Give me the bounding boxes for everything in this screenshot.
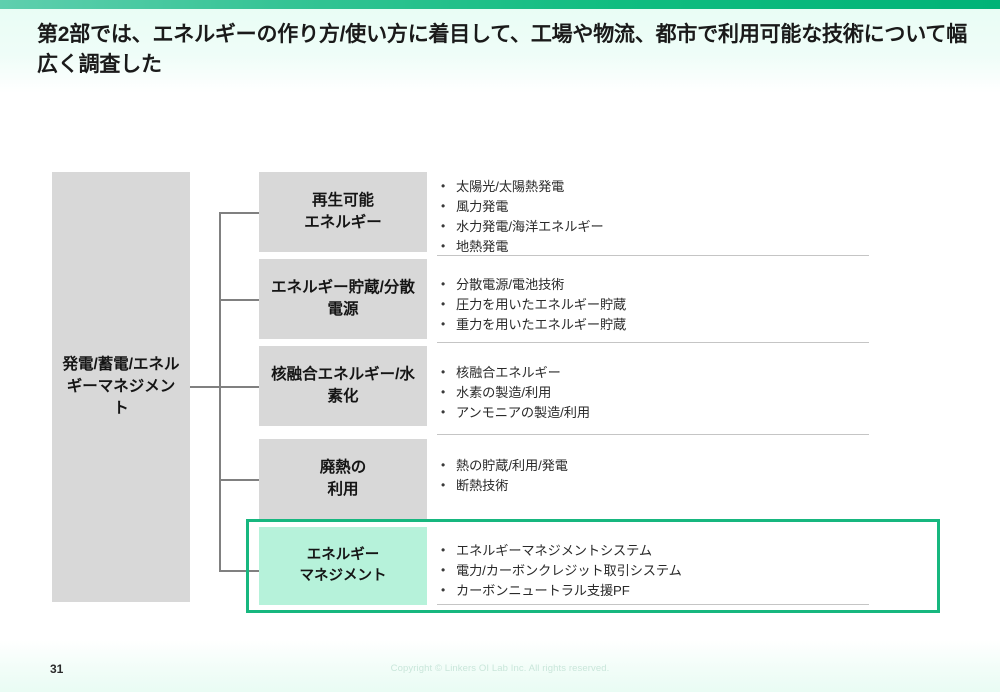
bullet-icon: • <box>441 458 446 472</box>
copyright-notice: Copyright © Linkers OI Lab Inc. All righ… <box>390 663 610 674</box>
bullet-icon: • <box>441 219 446 234</box>
bullet-icon: • <box>441 277 446 291</box>
list-item: • 水力発電/海洋エネルギー <box>441 217 604 237</box>
group-separator-1 <box>437 255 869 256</box>
top-accent-bar <box>0 0 1000 9</box>
footer-band <box>0 640 1000 692</box>
branch-node-3[interactable]: 核融合エネルギー/水素化 <box>259 346 427 426</box>
list-item: • 断熱技術 <box>441 476 568 496</box>
bullet-icon: • <box>441 297 446 312</box>
list-item: • 太陽光/太陽熱発電 <box>441 177 604 197</box>
root-node-label: 発電/蓄電/エネルギーマネジメント <box>62 356 180 417</box>
list-item: • 核融合エネルギー <box>441 363 590 383</box>
page-title: 第2部では、エネルギーの作り方/使い方に着目して、工場や物流、都市で利用可能な技… <box>37 23 967 77</box>
list-item: • 風力発電 <box>441 197 604 217</box>
bullet-icon: • <box>441 317 446 332</box>
list-item-label: 分散電源/電池技術 <box>456 277 565 292</box>
root-node[interactable]: 発電/蓄電/エネルギーマネジメント <box>52 172 190 602</box>
header-band <box>0 9 1000 93</box>
list-item: • 重力を用いたエネルギー貯蔵 <box>441 315 626 335</box>
branch-node-5-label: エネルギーマネジメント <box>299 547 387 584</box>
list-item: • 電力/カーボンクレジット取引システム <box>441 561 682 581</box>
list-item: • 圧力を用いたエネルギー貯蔵 <box>441 295 626 315</box>
branch-4-items: • 熱の貯蔵/利用/発電 • 断熱技術 <box>441 456 568 496</box>
bullet-icon: • <box>441 385 446 400</box>
bullet-icon: • <box>441 239 446 254</box>
connector-root-stub <box>190 386 221 388</box>
connector-branch-2 <box>219 299 261 301</box>
list-item-label: 風力発電 <box>456 199 509 215</box>
group-separator-3 <box>437 434 869 435</box>
list-item-label: 水素の製造/利用 <box>456 385 552 401</box>
branch-5-items: • エネルギーマネジメントシステム • 電力/カーボンクレジット取引システム •… <box>441 541 682 601</box>
list-item-label: 電力/カーボンクレジット取引システム <box>456 563 682 579</box>
branch-2-items: • 分散電源/電池技術 • 圧力を用いたエネルギー貯蔵 • 重力を用いたエネルギ… <box>441 275 626 335</box>
list-item-label: 水力発電/海洋エネルギー <box>456 219 604 235</box>
connector-branch-4 <box>219 479 261 481</box>
branch-3-items: • 核融合エネルギー • 水素の製造/利用 • アンモニアの製造/利用 <box>441 363 590 423</box>
list-item: • カーボンニュートラル支援PF <box>441 581 682 601</box>
list-item-label: カーボンニュートラル支援PF <box>456 583 630 599</box>
bullet-icon: • <box>441 365 446 379</box>
connector-branch-5 <box>219 570 261 572</box>
bullet-icon: • <box>441 543 446 557</box>
connector-branch-3 <box>219 386 261 388</box>
branch-node-4-label: 廃熱の利用 <box>319 459 367 498</box>
connector-branch-1 <box>219 212 261 214</box>
branch-node-2[interactable]: エネルギー貯蔵/分散電源 <box>259 259 427 339</box>
list-item-label: 地熱発電 <box>456 239 509 255</box>
list-item: • アンモニアの製造/利用 <box>441 403 590 423</box>
connector-trunk <box>219 212 221 572</box>
branch-node-5[interactable]: エネルギーマネジメント <box>259 527 427 605</box>
highlight-frame <box>246 519 940 613</box>
bullet-icon: • <box>441 478 446 493</box>
list-item: • エネルギーマネジメントシステム <box>441 541 682 561</box>
list-item: • 水素の製造/利用 <box>441 383 590 403</box>
list-item: • 分散電源/電池技術 <box>441 275 626 295</box>
group-separator-2 <box>437 342 869 343</box>
list-item: • 地熱発電 <box>441 237 604 257</box>
bullet-icon: • <box>441 405 446 420</box>
branch-node-1-label: 再生可能エネルギー <box>304 192 382 231</box>
list-item-label: 圧力を用いたエネルギー貯蔵 <box>456 297 627 313</box>
branch-node-3-label: 核融合エネルギー/水素化 <box>271 366 415 405</box>
group-separator-5 <box>437 604 869 605</box>
bullet-icon: • <box>441 179 446 193</box>
list-item-label: 熱の貯蔵/利用/発電 <box>456 458 568 473</box>
branch-node-2-label: エネルギー貯蔵/分散電源 <box>271 279 415 318</box>
list-item-label: 核融合エネルギー <box>456 365 561 380</box>
bullet-icon: • <box>441 563 446 578</box>
branch-node-4[interactable]: 廃熱の利用 <box>259 439 427 519</box>
bullet-icon: • <box>441 199 446 214</box>
list-item-label: エネルギーマネジメントシステム <box>456 543 652 558</box>
list-item-label: 重力を用いたエネルギー貯蔵 <box>456 317 627 333</box>
list-item-label: 断熱技術 <box>456 478 509 494</box>
bullet-icon: • <box>441 583 446 598</box>
branch-1-items: • 太陽光/太陽熱発電 • 風力発電 • 水力発電/海洋エネルギー • 地熱発電 <box>441 177 604 257</box>
list-item-label: 太陽光/太陽熱発電 <box>456 179 565 194</box>
list-item-label: アンモニアの製造/利用 <box>456 405 590 421</box>
list-item: • 熱の貯蔵/利用/発電 <box>441 456 568 476</box>
page-number: 31 <box>50 662 64 676</box>
branch-node-1[interactable]: 再生可能エネルギー <box>259 172 427 252</box>
